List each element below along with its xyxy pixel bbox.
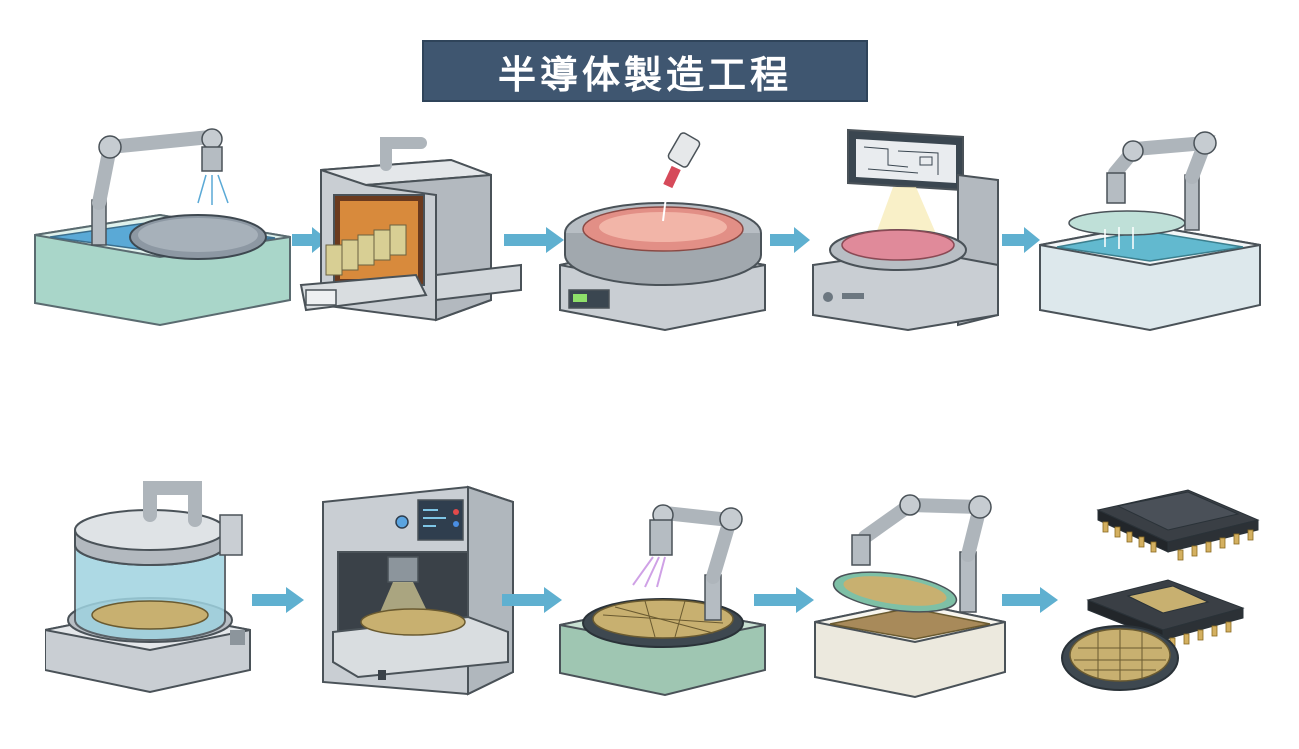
arrow-3-to-4 [770,227,810,253]
photoresist-coating-icon [559,132,766,332]
arrow-9-to-10 [1002,587,1058,613]
arrow-2-to-3 [504,227,564,253]
title-banner: 半導体製造工程 [422,40,868,102]
arrow-6-to-7 [252,587,304,613]
arrow-4-to-5 [1002,227,1040,253]
arrow-1-to-2 [292,227,328,253]
arrow-8-to-9 [754,587,814,613]
deposition-chamber-icon [45,481,251,694]
wet-etching-icon [1039,131,1261,332]
arrow-7-to-8 [502,587,562,613]
plating-bath-icon [814,494,1006,699]
oxidation-furnace-icon [299,137,522,322]
lithography-exposure-icon [812,128,999,332]
packaged-chips-icon [1061,489,1260,691]
diagram-title: 半導体製造工程 [497,52,792,97]
wafer-cleaning-tank-icon [34,128,291,327]
dicing-station-icon [559,504,766,697]
ion-implantation-machine-icon [322,485,514,696]
